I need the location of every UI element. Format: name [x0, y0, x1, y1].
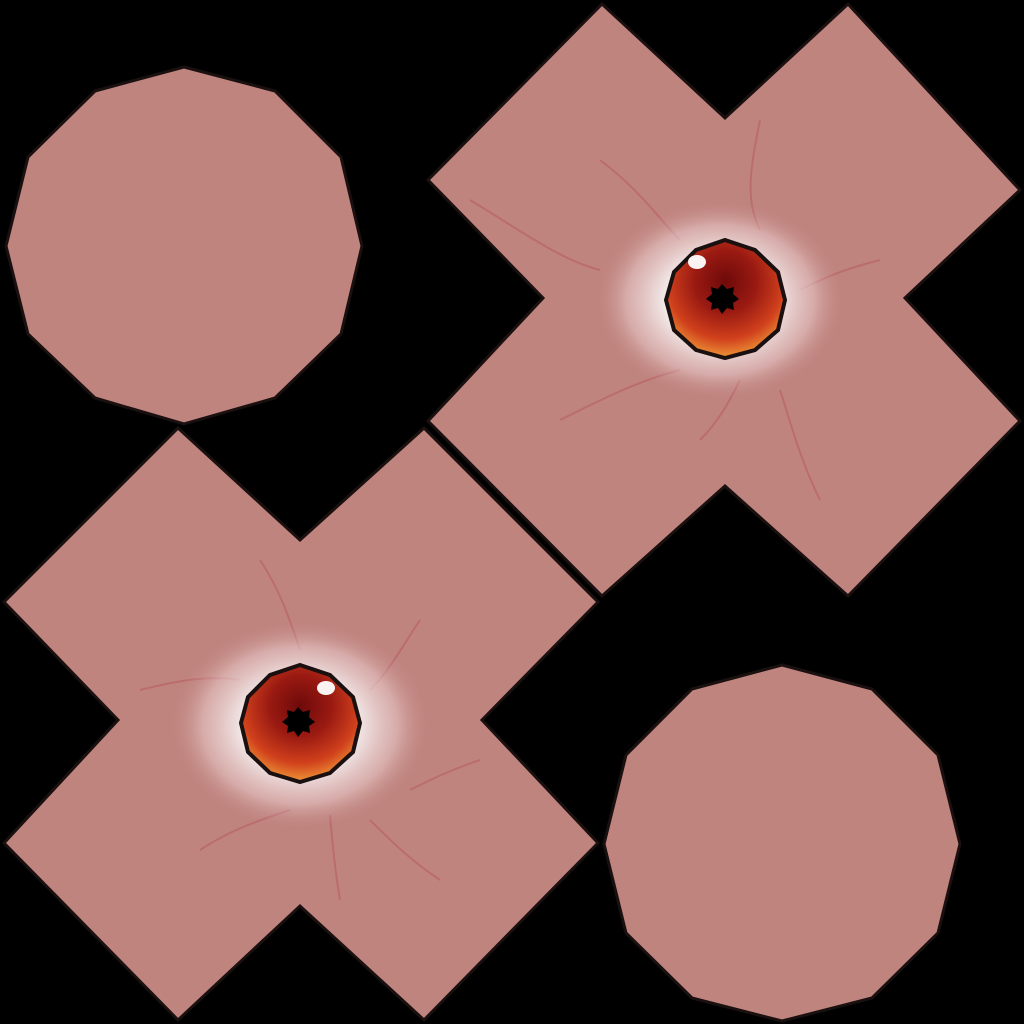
eye-highlight: [317, 681, 335, 695]
skin-patch-round-bottom-right: [602, 663, 962, 1023]
skin-patch-cross-top-right: [425, 1, 1023, 599]
skin-patch-round-top-left: [4, 65, 364, 426]
pupil: [706, 284, 739, 314]
skin-patch-cross-bottom-left: [1, 425, 601, 1023]
pupil: [282, 707, 315, 737]
eye-highlight: [688, 255, 706, 269]
